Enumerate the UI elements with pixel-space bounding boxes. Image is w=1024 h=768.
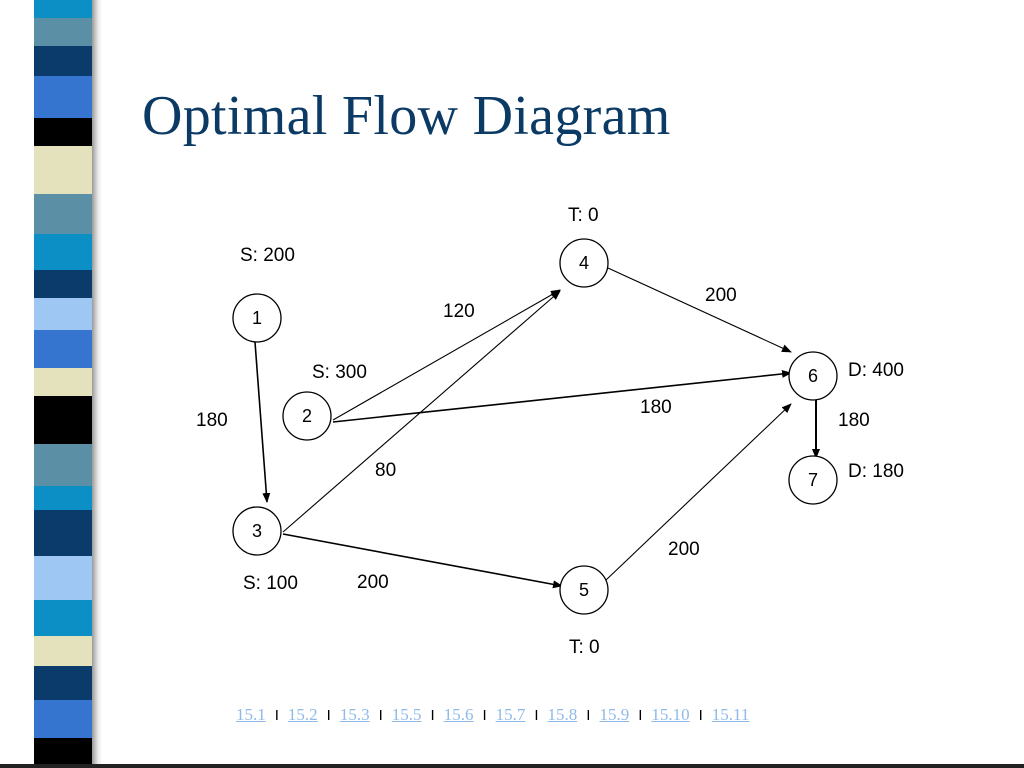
stripe-band	[34, 270, 92, 298]
nav-separator: I	[482, 707, 487, 724]
edge-flow-label-3-4: 80	[375, 460, 396, 481]
nav-link-15-3[interactable]: 15.3	[339, 705, 370, 724]
stripe-band	[34, 396, 92, 444]
stripe-band	[34, 118, 92, 146]
nav-separator: I	[274, 707, 279, 724]
edge-flow-label-6-7: 180	[838, 410, 870, 431]
stripe-shadow	[92, 0, 102, 768]
node-id-1: 1	[252, 308, 262, 328]
nav-link-15-5[interactable]: 15.5	[391, 705, 422, 724]
edge-flow-label-2-4: 120	[443, 301, 475, 322]
slide-nav: 15.1 I 15.2 I 15.3 I 15.5 I 15.6 I 15.7 I 15.8 I 15.9 I…	[236, 705, 749, 725]
stripe-band	[34, 444, 92, 486]
nav-link-15-10[interactable]: 15.10	[651, 705, 690, 724]
node-circle-4	[559, 238, 609, 288]
edge-arrow-5-6	[605, 403, 792, 581]
node-circle-6	[788, 351, 838, 401]
page-title: Optimal Flow Diagram	[142, 85, 671, 147]
nav-link-15-1[interactable]: 15.1	[236, 705, 266, 724]
nav-separator: I	[378, 707, 383, 724]
bottom-border	[0, 764, 1024, 768]
node-id-2: 2	[302, 406, 312, 426]
stripe-band	[34, 368, 92, 396]
node-annotation-7: D: 180	[848, 461, 904, 482]
nav-link-15-2[interactable]: 15.2	[287, 705, 318, 724]
edge-arrow-2-4	[332, 289, 561, 421]
stripe-band	[34, 330, 92, 368]
node-id-6: 6	[808, 366, 818, 386]
nav-separator: I	[430, 707, 435, 724]
stripe-band	[34, 738, 92, 768]
nav-link-15-9[interactable]: 15.9	[599, 705, 630, 724]
stripe-band	[34, 600, 92, 636]
edge-flow-label-4-6: 200	[705, 285, 737, 306]
edge-arrow-4-6	[607, 267, 792, 353]
nav-separator: I	[638, 707, 643, 724]
edge-flow-label-2-6: 180	[640, 397, 672, 418]
edges-layer: 180 120 180 80 200 200 200 180	[196, 267, 870, 593]
stripe-band	[34, 298, 92, 330]
node-id-5: 5	[579, 580, 589, 600]
edge-flow-label-3-5: 200	[357, 572, 389, 593]
node-circle-5	[559, 565, 609, 615]
node-annotation-4: T: 0	[568, 205, 599, 226]
node-id-7: 7	[808, 470, 818, 490]
stripe-band	[34, 666, 92, 700]
edge-arrow-3-4	[282, 290, 561, 533]
stripe-band	[34, 194, 92, 234]
nav-separator: I	[326, 707, 331, 724]
stripe-band	[34, 46, 92, 76]
edge-arrow-2-6	[332, 369, 792, 423]
nav-link-15-11[interactable]: 15.11	[711, 705, 750, 724]
stripe-band	[34, 18, 92, 46]
nav-link-15-7[interactable]: 15.7	[495, 705, 526, 724]
stripe-band	[34, 486, 92, 510]
nav-separator: I	[698, 707, 703, 724]
node-annotation-2: S: 300	[312, 362, 367, 383]
node-circle-7	[788, 455, 838, 505]
node-annotation-3: S: 100	[243, 573, 298, 594]
edge-arrow-3-5	[282, 533, 563, 589]
node-annotation-5: T: 0	[569, 637, 600, 658]
node-circle-3	[232, 506, 282, 556]
nav-link-15-6[interactable]: 15.6	[443, 705, 474, 724]
node-circle-1	[232, 293, 282, 343]
node-id-4: 4	[579, 253, 589, 273]
stripe-band	[34, 0, 92, 18]
node-annotation-1: S: 200	[240, 245, 295, 266]
stripe-band	[34, 636, 92, 666]
nav-link-15-8[interactable]: 15.8	[547, 705, 578, 724]
node-id-3: 3	[252, 521, 262, 541]
stripe-band	[34, 510, 92, 556]
stripe-band	[34, 700, 92, 738]
stripe-band	[34, 146, 92, 194]
stripe-band	[34, 234, 92, 270]
edge-arrow-1-3	[254, 341, 271, 503]
nav-separator: I	[534, 707, 539, 724]
node-annotation-6: D: 400	[848, 360, 904, 381]
decorative-stripe-band	[34, 0, 92, 768]
stripe-band	[34, 556, 92, 600]
edge-flow-label-5-6: 200	[668, 539, 700, 560]
nav-separator: I	[586, 707, 591, 724]
node-circle-2	[282, 391, 332, 441]
nodes-layer: 1 S: 200 2 S: 300 3 S: 100 4 T: 0 5 T: 0 6 D: 400 7 D…	[232, 205, 904, 658]
stripe-band	[34, 76, 92, 118]
edge-flow-label-1-3: 180	[196, 410, 228, 431]
